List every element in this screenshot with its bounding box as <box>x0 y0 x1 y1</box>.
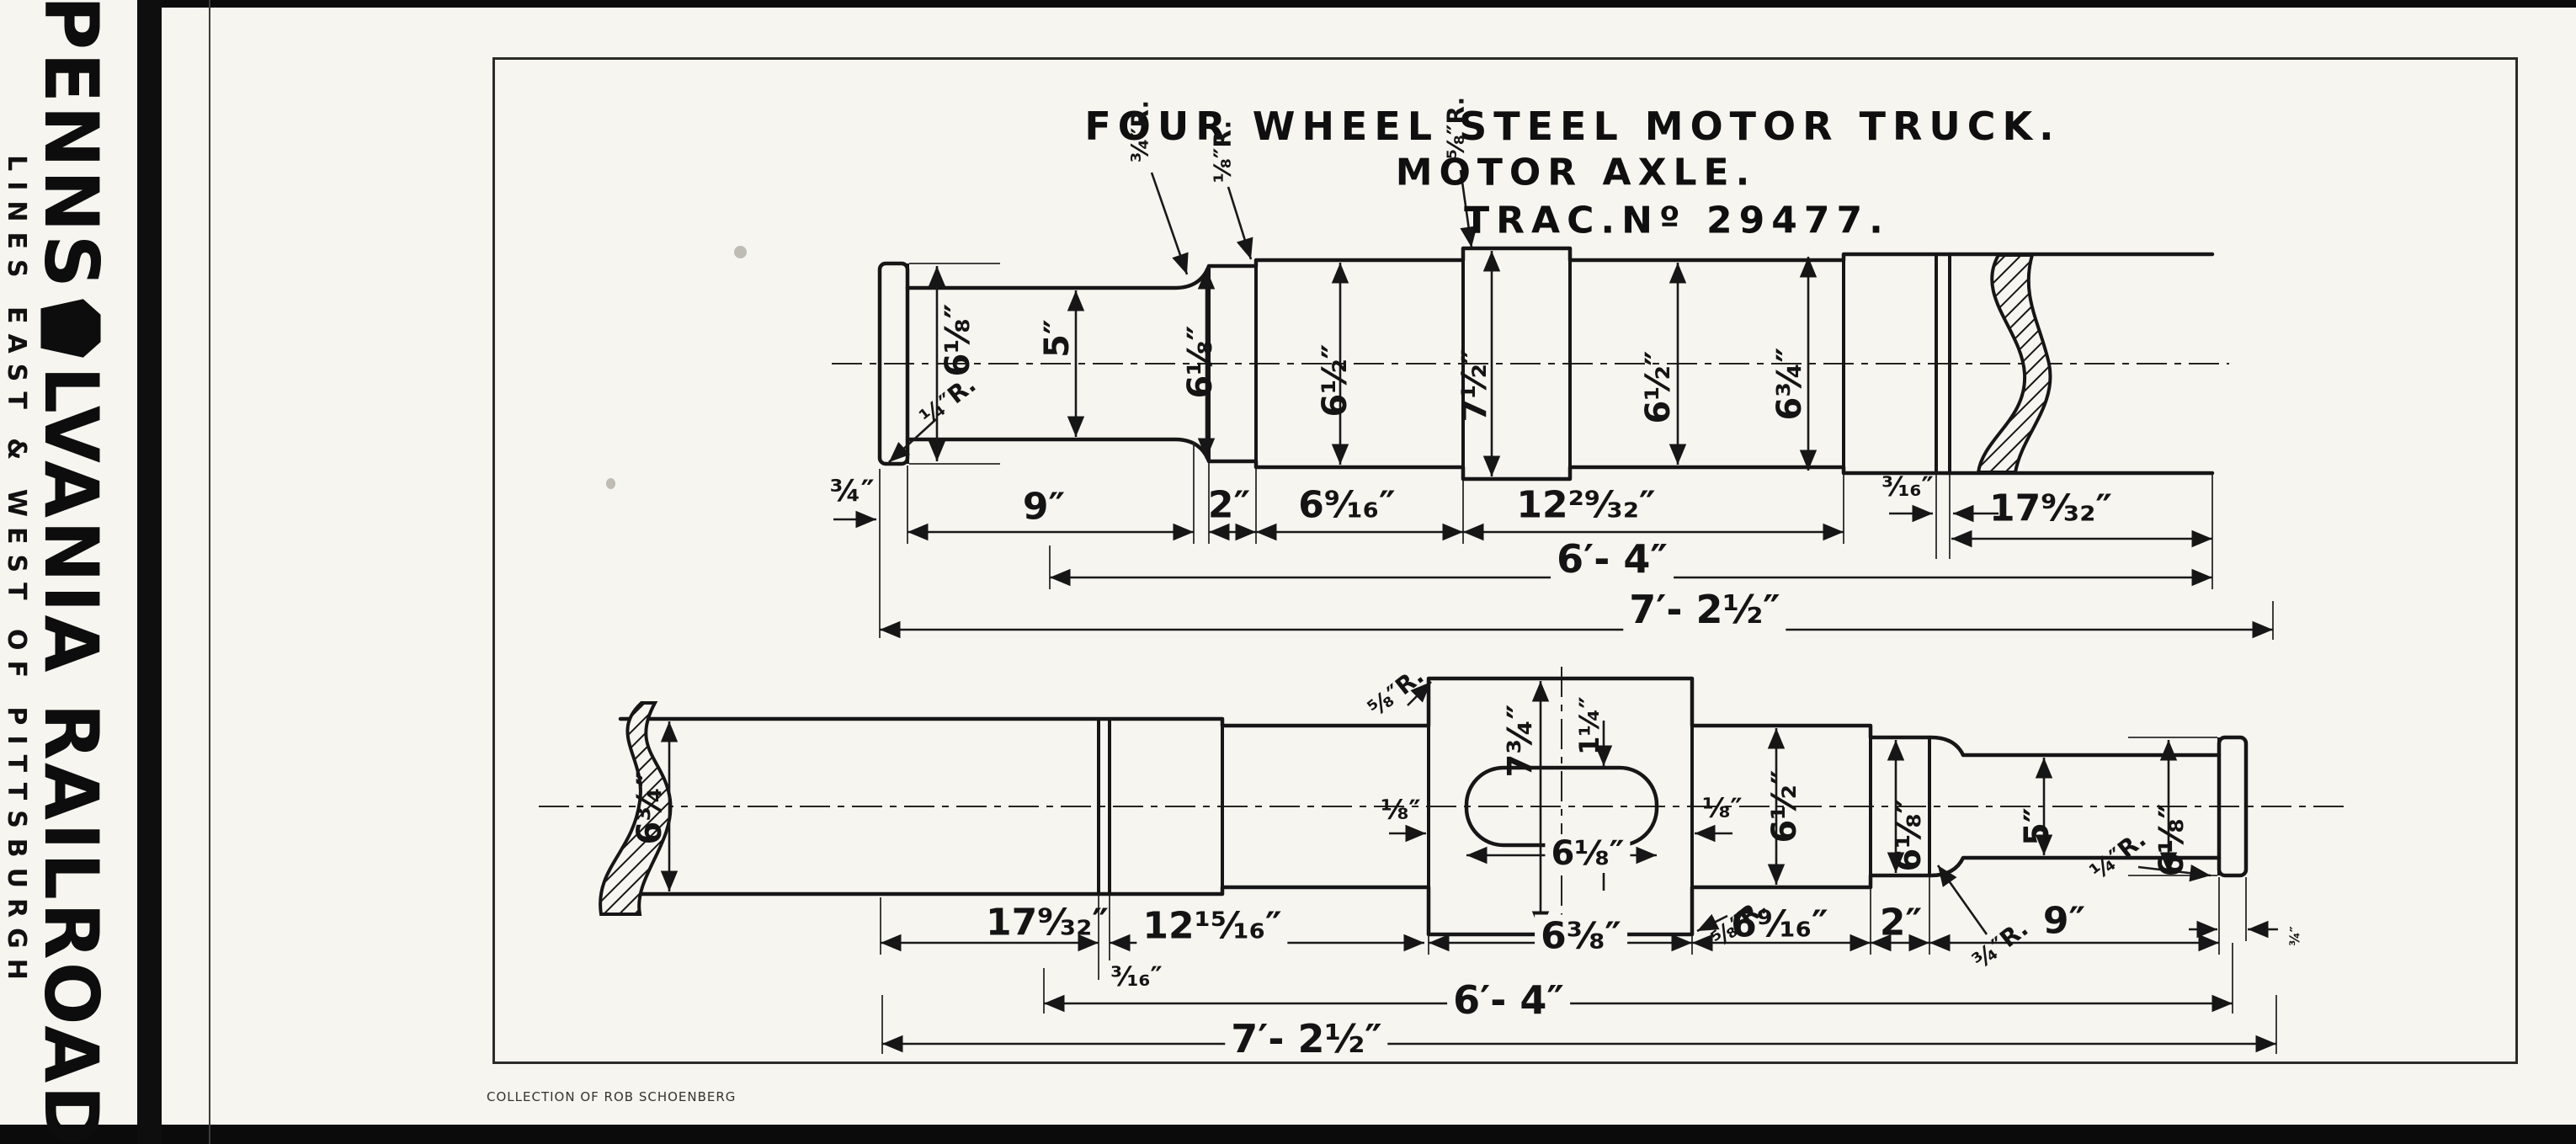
drawing-number: TRAC.Nº 29477. <box>1464 199 1890 242</box>
collection-caption: COLLECTION OF ROB SCHOENBERG <box>487 1089 737 1104</box>
prr-keystone-icon <box>40 299 101 358</box>
top-center-length-label: 12²⁹⁄₃₂″ <box>1516 483 1656 527</box>
bottom-center-length-label: 12¹⁵⁄₁₆″ <box>1136 904 1288 948</box>
page-crease-line <box>209 0 210 1144</box>
top-collar-diameter-label: 6⅛″ <box>939 303 977 377</box>
top-journal-diameter-label: 5″ <box>1038 319 1077 358</box>
keyway-right-clearance-label: ⅛″ <box>1702 792 1743 824</box>
drawing-title-line2: MOTOR AXLE. <box>1395 151 1757 194</box>
bottom-total-length-label: 7′- 2½″ <box>1225 1016 1388 1062</box>
top-dust-guard-length-label: 2″ <box>1207 483 1251 527</box>
top-journal-length-label: 9″ <box>1022 485 1066 529</box>
top-total-length-label: 7′- 2½″ <box>1623 587 1786 632</box>
top-wheel-centers-label: 6′- 4″ <box>1551 536 1674 582</box>
scan-bottom-edge-bar <box>0 1125 2576 1144</box>
bottom-collar-diameter-label: 6⅛″ <box>2153 803 2191 877</box>
bottom-seat-length-label: 6⁹⁄₁₆″ <box>1731 902 1828 946</box>
keyway-length-label: 6⅛″ <box>1545 834 1631 873</box>
binder-spine-bar <box>137 0 162 1144</box>
top-shoulder-fillet-radius-label: ⅛″R. <box>1208 120 1237 184</box>
top-center-fillet-radius-label: ⅝″R. <box>1441 96 1470 160</box>
top-collar-length-label: ¾″ <box>829 474 875 509</box>
railroad-name: PENNS LVANIA RAILROAD <box>28 0 114 1144</box>
top-hub-gap-label: ³⁄₁₆″ <box>1881 471 1934 503</box>
bottom-wheel-seat-diameter-label: 6¾″ <box>631 771 669 845</box>
bottom-dust-guard-length-label: 2″ <box>1879 901 1923 944</box>
top-center-diameter-label: 7½″ <box>1456 349 1494 423</box>
drawing-sheet-border <box>492 57 2518 1064</box>
spine-title: PENNS LVANIA RAILROAD LINES EAST & WEST … <box>0 0 114 1144</box>
scan-top-edge-bar <box>157 0 2576 8</box>
bottom-journal-length-label: 9″ <box>2042 899 2086 943</box>
keyway-left-clearance-label: ⅛″ <box>1381 794 1421 826</box>
top-end-length-label: 17⁹⁄₃₂″ <box>1988 487 2113 530</box>
gear-seat-length-label: 6⅜″ <box>1535 914 1627 958</box>
bottom-seat-diameter-label: 6½″ <box>1765 769 1804 843</box>
drawing-title-line1: FOUR WHEEL STEEL MOTOR TRUCK. <box>1084 104 2061 149</box>
scan-smudge <box>734 246 747 258</box>
bottom-end-length-label: 17⁹⁄₃₂″ <box>985 901 1110 944</box>
keyway-width-label: 1¼″ <box>1573 696 1605 755</box>
bottom-gear-seat-diameter-label: 7¾″ <box>1501 704 1540 778</box>
top-seat2-diameter-label: 6½″ <box>1639 350 1678 424</box>
bottom-dust-guard-diameter-label: 6⅛″ <box>1890 798 1929 872</box>
top-seat-diameter-label: 6½″ <box>1316 343 1355 418</box>
top-wheel-seat-diameter-label: 6¾″ <box>1770 347 1809 421</box>
top-journal-fillet-radius-label: ¾″R. <box>1126 99 1154 163</box>
bottom-collar-length-label: ¾″ <box>2286 926 2303 946</box>
top-seat-length-label: 6⁹⁄₁₆″ <box>1298 483 1396 527</box>
bottom-journal-diameter-label: 5″ <box>2018 807 2057 846</box>
bottom-hub-gap-label: ³⁄₁₆″ <box>1104 960 1168 992</box>
bottom-wheel-centers-label: 6′- 4″ <box>1447 977 1570 1023</box>
scan-smudge <box>606 478 615 489</box>
top-dust-guard-diameter-label: 6⅛″ <box>1181 325 1220 399</box>
